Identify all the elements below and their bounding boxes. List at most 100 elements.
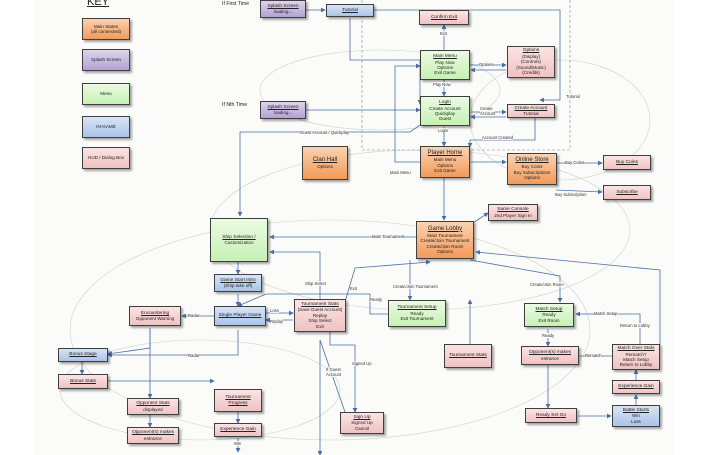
node-title: Splash Screen — [267, 3, 299, 9]
node-line: Exit Game — [434, 168, 456, 174]
node-title: Subscribe — [616, 189, 638, 195]
node-tournament-progress: Tournament Progress — [214, 389, 262, 412]
key-in-game-label: IN-GAME — [96, 124, 116, 130]
edge-label-tutorial: Tutorial — [566, 94, 580, 99]
node-bonus-stats: Bonus Stats — [58, 374, 108, 389]
edge-label-ship-select: Ship Select — [305, 281, 327, 286]
edge-matchover-lobby — [475, 250, 661, 346]
edge-store-subscribe — [555, 189, 603, 195]
node-line: Exit — [316, 323, 324, 329]
node-line: Match Setup — [623, 357, 649, 362]
node-bonus-stage: Bonus Stage — [58, 348, 108, 362]
node-line: (Controls) — [520, 59, 542, 65]
edge-label-ready2: Ready — [542, 333, 555, 338]
edge-tsetup-single — [237, 293, 388, 315]
node-line: Create/Join Room — [426, 243, 464, 249]
node-title: Match Over Stats — [617, 346, 655, 352]
node-title: Tournament Stats — [449, 353, 487, 359]
key-menu: Menu — [82, 83, 130, 105]
node-line: (Ship take off) — [223, 283, 253, 288]
edge-label-create-account: Create Account — [480, 106, 496, 116]
node-title: Game Start Intro — [220, 277, 256, 283]
node-line: Exit Tournament — [400, 316, 434, 322]
edge-label-exit: Exit — [440, 31, 447, 36]
edge-label-radar: Radar — [188, 313, 200, 318]
edge-label-login: Login — [438, 128, 449, 133]
edge-label-replay: Replay — [270, 319, 284, 324]
node-tournament-stats2: Tournament Stats — [444, 344, 492, 368]
edge-single-bonus — [107, 330, 239, 358]
edge-label-main-menu: Main Menu — [390, 170, 411, 175]
node-title: Single Player Game — [218, 313, 262, 319]
edge-tstats-lobby — [344, 259, 431, 303]
node-tutorial: Tutorial — [326, 4, 374, 17]
edge-label-play-now: Play Now — [433, 82, 451, 87]
node-line: Buy Coins — [521, 164, 543, 170]
edge-home-mainmenu — [394, 63, 421, 163]
node-title: Encountering — [140, 310, 170, 316]
edge-label-match-setup: Match Setup — [594, 311, 618, 316]
node-line: Signed Up — [351, 420, 373, 426]
key-menu-label: Menu — [100, 91, 112, 97]
node-title: Opponent(s) makes — [131, 430, 175, 436]
node-line: entrance — [541, 355, 559, 361]
node-title: Bonus Stage — [69, 352, 97, 358]
edge-label-buy-subscription: Buy Subscription — [555, 192, 587, 197]
node-title: Bonus Stats — [70, 378, 96, 384]
label-nth-time: If Nth Time — [222, 102, 248, 108]
node-experience-gain1: Experience Gain — [214, 423, 262, 437]
node-line: Quickplay — [434, 111, 456, 116]
node-title: Player Home — [427, 150, 463, 157]
edge-label-rematch: Rematch — [585, 353, 602, 358]
node-line: Tutorial — [523, 111, 539, 116]
edge-label-ready: Ready — [370, 297, 383, 302]
dashed-boundary — [361, 0, 571, 151]
node-buy-coins: Buy Coins — [603, 155, 651, 170]
edge-create-home — [467, 118, 536, 148]
node-line: Ready — [542, 312, 556, 318]
transitions — [79, 7, 661, 455]
node-line: Ready — [410, 310, 424, 316]
edge-label-main-tournament: Main Tournament — [372, 234, 405, 239]
node-title: Same Console — [497, 207, 529, 213]
node-title: Tournament Setup — [397, 305, 437, 311]
node-title: Confirm Exit — [430, 14, 458, 20]
node-line: 2nd Player Sign In — [494, 212, 532, 218]
edge-label-if-guest: If Guest Account — [326, 367, 342, 377]
node-subscribe: Subscribe — [603, 185, 651, 200]
node-line: Cancel — [354, 425, 370, 431]
key-in-game: IN-GAME — [82, 116, 130, 138]
label-first-time: If First Time — [222, 1, 250, 7]
node-title: Match Setup — [535, 306, 563, 312]
node-title: Clan Hall — [312, 156, 338, 163]
node-line: Options — [437, 65, 453, 70]
node-line: Return to Lobby — [619, 362, 653, 368]
edge-label-guest-quickplay: Guest Account / Quickplay — [300, 130, 350, 135]
node-experience-gain2: Experience Gain — [612, 380, 660, 394]
node-title: Battle Starts — [622, 407, 650, 413]
node-title: Main Menu — [433, 54, 457, 60]
node-line: Play Now — [435, 59, 455, 65]
node-title: Splash Screen — [267, 104, 299, 110]
edge-label-options: Options — [479, 62, 494, 67]
node-ready-set-go: Ready Set Go — [525, 408, 577, 423]
edge-label-account-created: Account Created — [482, 135, 514, 140]
node-title: Tournament Progress — [225, 395, 251, 406]
node-title: Tournament Stats — [301, 301, 339, 307]
node-title: Login — [439, 100, 451, 106]
node-title: Buy Coins — [616, 159, 638, 165]
